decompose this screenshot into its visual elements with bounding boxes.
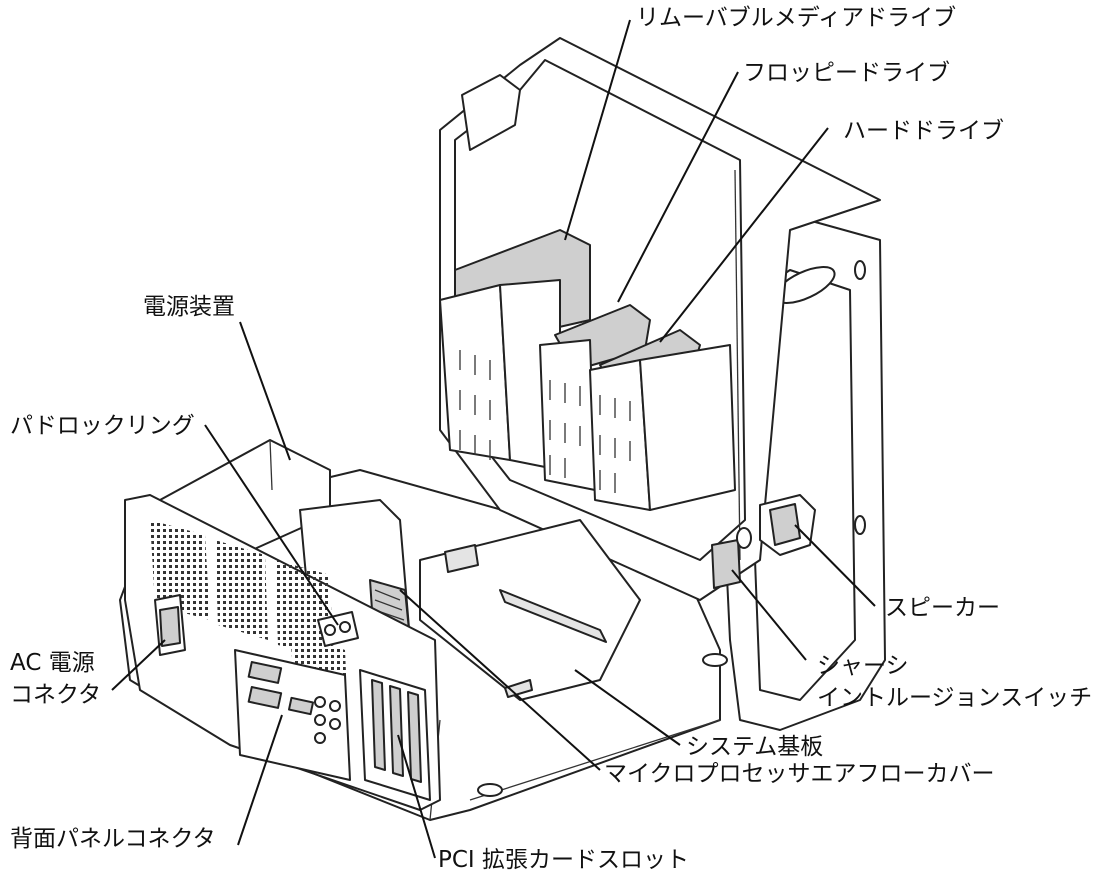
label-removable-media-drive: リムーバブルメディアドライブ	[636, 5, 957, 31]
label-chassis-intrusion-switch-line1: シャーシ	[817, 653, 909, 679]
hard-drive	[589, 329, 736, 511]
leader-lines	[111, 19, 876, 859]
label-pci-expansion-card-slots: PCI 拡張カードスロット	[438, 847, 690, 873]
speaker	[759, 494, 816, 556]
label-back-panel-connectors: 背面パネルコネクタ	[10, 826, 216, 852]
label-speaker: スピーカー	[885, 595, 1000, 621]
chassis-intrusion-switch	[711, 527, 752, 589]
label-padlock-ring: パドロックリング	[10, 413, 195, 439]
drive-bay-slots	[459, 350, 631, 493]
pci-expansion-card-slots	[359, 669, 431, 801]
label-power-supply: 電源装置	[143, 294, 235, 320]
padlock-ring	[317, 611, 359, 647]
label-ac-power-connector-line1: AC 電源	[10, 650, 95, 676]
label-ac-power-connector-line2: コネクタ	[10, 682, 102, 708]
label-microprocessor-airflow-cover: マイクロプロセッサエアフローカバー	[604, 761, 995, 787]
ac-power-connector	[154, 594, 186, 656]
label-chassis-intrusion-switch-line2: イントルージョンスイッチ	[817, 685, 1093, 711]
label-floppy-drive: フロッピードライブ	[743, 60, 950, 86]
system-board	[419, 519, 641, 701]
label-system-board: システム基板	[686, 734, 824, 760]
back-panel-connectors	[234, 649, 351, 781]
label-hard-drive: ハードドライブ	[843, 118, 1004, 144]
